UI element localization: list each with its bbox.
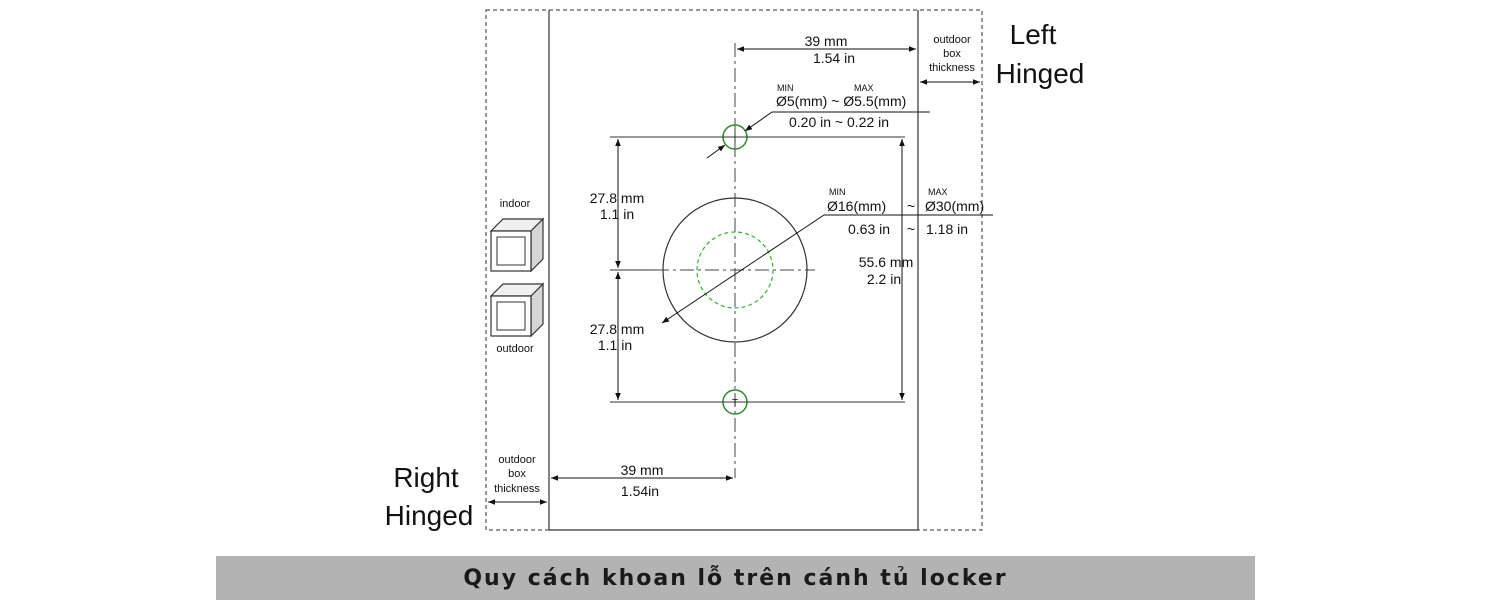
caption-bar: Quy cách khoan lỗ trên cánh tủ locker bbox=[216, 556, 1255, 600]
large-hole-tilde-inch: ~ bbox=[907, 221, 915, 237]
bottom-screw-mark: T bbox=[732, 398, 738, 409]
large-hole-max bbox=[662, 197, 808, 343]
large-hole-max-tag: MAX bbox=[928, 187, 948, 197]
outdoor-box-thickness-left-1: outdoor bbox=[498, 454, 536, 466]
bottom-width-inch: 1.54in bbox=[621, 483, 659, 499]
top-width-mm: 39 mm bbox=[805, 33, 848, 49]
large-hole-inch-min: 0.63 in bbox=[848, 221, 890, 237]
large-hole-mm-min: Ø16(mm) bbox=[827, 198, 886, 214]
left-hinged-line1: Left bbox=[1010, 19, 1057, 50]
outdoor-label: outdoor bbox=[496, 343, 534, 355]
lower-height-inch: 1.1 in bbox=[598, 337, 632, 353]
upper-height-mm: 27.8 mm bbox=[590, 190, 644, 206]
large-hole-mm-max: Ø30(mm) bbox=[925, 198, 984, 214]
large-hole-inch-max: 1.18 in bbox=[926, 221, 968, 237]
top-width-inch: 1.54 in bbox=[813, 50, 855, 66]
small-hole-min-tag: MIN bbox=[777, 83, 794, 93]
caption-text: Quy cách khoan lỗ trên cánh tủ locker bbox=[463, 565, 1008, 591]
drilling-diagram: T 39 mm 1.54 in 39 mm 1.54in 27.8 mm 1.1… bbox=[385, 9, 1085, 531]
bottom-width-mm: 39 mm bbox=[621, 462, 664, 478]
outdoor-box-thickness-left-2: box bbox=[508, 468, 526, 480]
left-hinged-line2: Hinged bbox=[996, 58, 1085, 89]
large-hole-tilde-mm: ~ bbox=[907, 198, 915, 214]
large-hole-min-tag: MIN bbox=[829, 187, 846, 197]
lower-height-mm: 27.8 mm bbox=[590, 321, 644, 337]
indoor-label: indoor bbox=[500, 198, 531, 210]
large-hole-leader-diag bbox=[661, 214, 825, 324]
small-hole-inch: 0.20 in ~ 0.22 in bbox=[789, 114, 889, 130]
total-height-mm: 55.6 mm bbox=[859, 254, 913, 270]
large-hole-min bbox=[696, 231, 774, 309]
outdoor-box-thickness-right-1: outdoor bbox=[933, 34, 971, 46]
total-height-inch: 2.2 in bbox=[867, 271, 901, 287]
right-hinged-line1: Right bbox=[393, 462, 459, 493]
indoor-cube-icon bbox=[489, 217, 545, 273]
small-hole-max-tag: MAX bbox=[854, 83, 874, 93]
small-hole-leader-tail bbox=[706, 144, 726, 159]
right-hinged-line2: Hinged bbox=[385, 500, 474, 531]
outdoor-box-thickness-left-3: thickness bbox=[494, 483, 540, 495]
upper-height-inch: 1.1 in bbox=[600, 206, 634, 222]
small-hole-leader-diag bbox=[744, 111, 773, 132]
small-hole-mm: Ø5(mm) ~ Ø5.5(mm) bbox=[776, 93, 906, 109]
outdoor-box-thickness-right-2: box bbox=[943, 48, 961, 60]
outdoor-box-thickness-right-3: thickness bbox=[929, 62, 975, 74]
outdoor-cube-icon bbox=[489, 282, 545, 338]
